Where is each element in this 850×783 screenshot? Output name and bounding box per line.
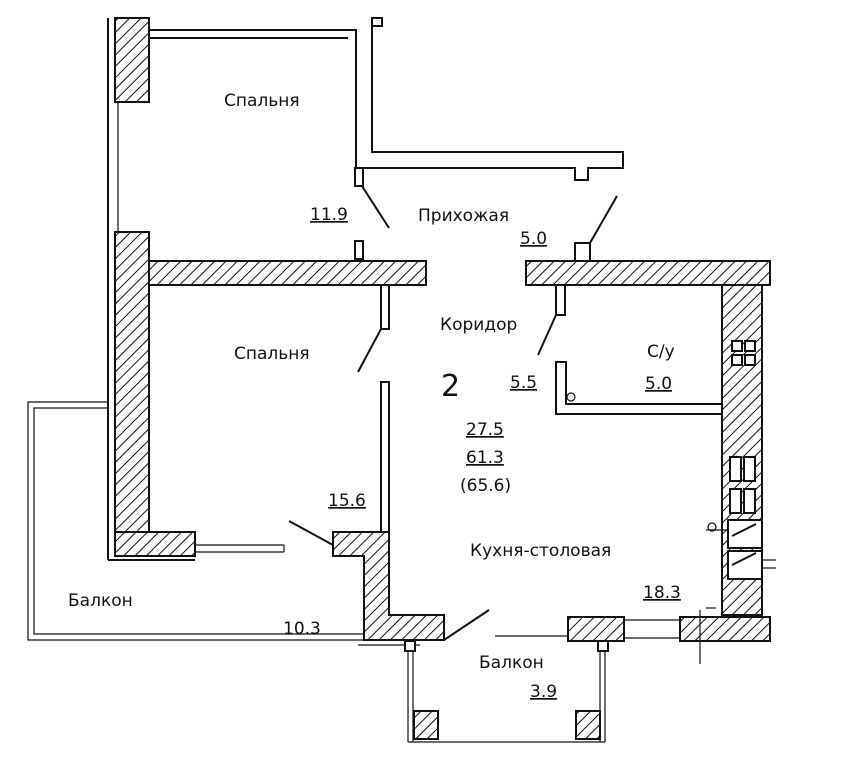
apartment-total-area: 61.3 bbox=[466, 448, 504, 468]
partition-bedroom-kitchen bbox=[288, 381, 490, 641]
bathroom-walls bbox=[555, 284, 776, 616]
room-label-corridor: Коридор bbox=[440, 315, 517, 335]
room-area-kitchen: 18.3 bbox=[643, 583, 681, 603]
room-label-balcony-bottom: Балкон bbox=[479, 653, 544, 673]
apartment-living-area: 27.5 bbox=[466, 420, 504, 440]
room-area-balcony-left: 10.3 bbox=[283, 619, 321, 639]
balcony-bottom-outline bbox=[404, 640, 609, 743]
kitchen-window-wall bbox=[195, 544, 771, 664]
interior-wall-horizontal bbox=[148, 260, 771, 286]
room-area-balcony-bottom: 3.9 bbox=[530, 682, 557, 702]
room-area-bedroom-top: 11.9 bbox=[310, 205, 348, 225]
room-label-hall: Прихожая bbox=[418, 206, 509, 226]
room-area-bathroom: 5.0 bbox=[645, 374, 672, 394]
room-label-kitchen: Кухня-столовая bbox=[470, 541, 611, 561]
room-label-bedroom-left: Спальня bbox=[234, 344, 310, 364]
corridor-doors bbox=[357, 284, 566, 373]
room-label-bedroom-top: Спальня bbox=[224, 91, 300, 111]
room-area-hall: 5.0 bbox=[520, 229, 547, 249]
apartment-total-area-with-balcony: (65.6) bbox=[460, 476, 511, 496]
partition-top-bedroom bbox=[149, 17, 624, 262]
apartment-number: 2 bbox=[441, 369, 460, 404]
exterior-wall-left bbox=[107, 17, 196, 561]
room-area-corridor: 5.5 bbox=[510, 373, 537, 393]
room-label-bathroom: С/у bbox=[647, 342, 675, 362]
room-label-balcony-left: Балкон bbox=[68, 591, 133, 611]
room-area-bedroom-left: 15.6 bbox=[328, 491, 366, 511]
